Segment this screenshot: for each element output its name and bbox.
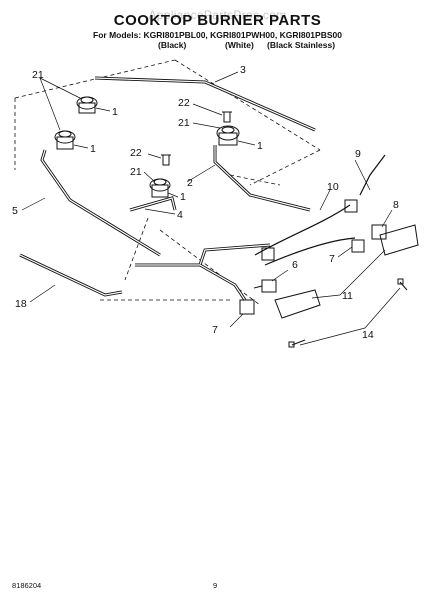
callout-10: 10	[327, 181, 339, 193]
gas-tube-center	[213, 145, 311, 212]
callout-21b: 21	[178, 117, 190, 129]
burner-base-3	[216, 125, 240, 146]
burner-base-4	[149, 178, 171, 198]
callout-7b: 7	[329, 253, 335, 265]
watermark: AppliancePartsPros.com	[148, 8, 287, 22]
bracket-11a	[274, 289, 321, 319]
callout-21c: 21	[130, 166, 142, 178]
manifold-tube	[135, 243, 271, 267]
callout-11: 11	[342, 290, 353, 302]
assembly-outline	[14, 59, 321, 306]
page-number: 9	[213, 581, 218, 590]
callout-2: 2	[187, 177, 193, 189]
leader-lines	[21, 71, 401, 346]
callout-3: 3	[240, 64, 246, 76]
callout-22a: 22	[178, 97, 190, 109]
screw-14b	[397, 278, 408, 291]
callout-1b: 1	[90, 143, 96, 155]
gas-tube-left	[40, 149, 161, 257]
callout-7a: 7	[212, 324, 218, 336]
gas-tube-rail	[94, 76, 316, 132]
valve-10	[261, 247, 275, 261]
wire-harness	[254, 204, 356, 266]
valve-7b	[351, 239, 365, 253]
variant-white: (White)	[225, 40, 254, 50]
burner-base-1	[76, 96, 98, 114]
burner-base-2	[54, 130, 76, 150]
orifice-22-b	[161, 154, 171, 166]
page-title: COOKTOP BURNER PARTS	[113, 12, 322, 29]
models-line: For Models: KGRI801PBL00, KGRI801PWH00, …	[93, 30, 342, 40]
valve-7a	[239, 299, 255, 315]
callout-6: 6	[292, 259, 298, 271]
callout-22b: 22	[130, 147, 142, 159]
orifice-22-a	[222, 111, 232, 123]
variant-black: (Black)	[158, 40, 187, 50]
valve-9	[344, 199, 358, 213]
callout-9: 9	[355, 148, 361, 160]
callout-1a: 1	[112, 106, 118, 118]
callout-5: 5	[12, 205, 18, 217]
screw-14a	[288, 339, 306, 348]
variant-stainless: (Black Stainless)	[267, 40, 336, 50]
callout-4: 4	[177, 209, 183, 221]
valve-8	[371, 224, 387, 240]
callout-21a: 21	[32, 69, 44, 81]
callout-18: 18	[15, 298, 27, 310]
callout-8: 8	[393, 199, 399, 211]
callout-1d: 1	[180, 191, 186, 203]
bracket-11b	[379, 224, 419, 256]
valve-6	[253, 279, 277, 293]
doc-number: 8186204	[12, 581, 42, 590]
gas-tube-18	[19, 253, 123, 297]
callout-1c: 1	[257, 140, 263, 152]
callout-14: 14	[362, 329, 374, 341]
